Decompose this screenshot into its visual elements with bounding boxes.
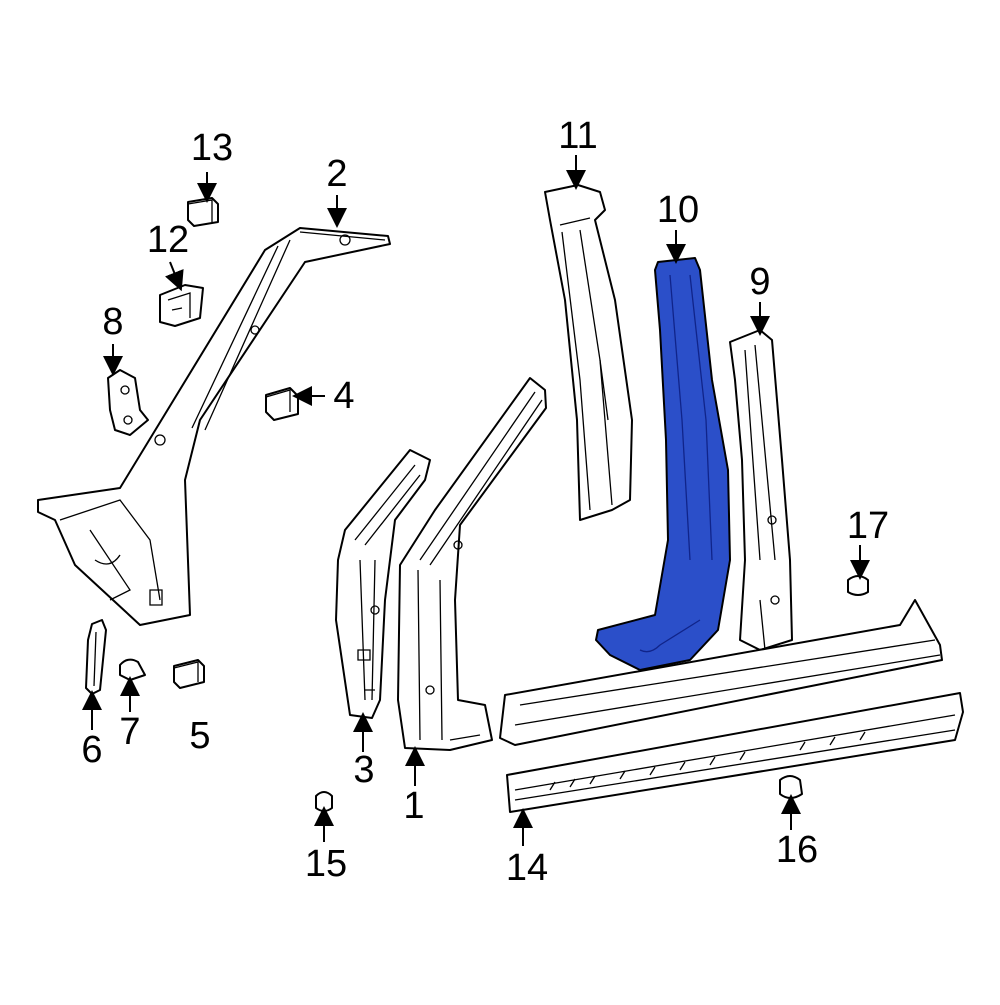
part-14-rocker-panel-outer[interactable] xyxy=(506,692,964,813)
callout-4: 4 xyxy=(333,375,354,417)
callout-9: 9 xyxy=(749,261,770,303)
callout-13: 13 xyxy=(191,127,233,169)
rocker-panel-inner[interactable] xyxy=(499,599,943,746)
callout-7: 7 xyxy=(119,711,140,753)
callout-17: 17 xyxy=(847,505,889,547)
part-8-bracket[interactable] xyxy=(107,369,149,436)
callout-12: 12 xyxy=(147,219,189,261)
callout-16: 16 xyxy=(776,829,818,871)
part-17-clip[interactable] xyxy=(847,575,869,596)
callout-8: 8 xyxy=(102,301,123,343)
part-2-front-pillar[interactable] xyxy=(37,227,391,626)
callout-14: 14 xyxy=(506,847,548,889)
callout-arrows xyxy=(82,155,870,846)
part-12-bracket[interactable] xyxy=(159,284,204,327)
part-7-plug[interactable] xyxy=(119,658,146,681)
callout-10: 10 xyxy=(657,189,699,231)
arrow-12 xyxy=(165,261,184,292)
callout-5: 5 xyxy=(189,715,210,757)
part-5-block[interactable] xyxy=(173,659,205,689)
callout-1: 1 xyxy=(403,785,424,827)
callout-3: 3 xyxy=(353,749,374,791)
part-16-clip[interactable] xyxy=(779,775,803,799)
part-4-block[interactable] xyxy=(265,387,299,421)
callout-6: 6 xyxy=(81,729,102,771)
part-3-pillar-reinforcement[interactable] xyxy=(335,449,431,719)
part-11-center-pillar-outer[interactable] xyxy=(544,184,633,521)
callout-labels: 13 12 8 2 4 6 7 5 3 1 11 10 9 17 15 14 1… xyxy=(81,115,889,889)
callout-2: 2 xyxy=(326,153,347,195)
callout-11: 11 xyxy=(558,115,597,157)
callout-15: 15 xyxy=(305,843,347,885)
part-9-center-pillar-inner[interactable] xyxy=(729,329,793,651)
part-6-strip[interactable] xyxy=(85,619,107,695)
part-10-center-pillar-highlighted[interactable] xyxy=(595,257,731,671)
part-13-block[interactable] xyxy=(187,197,219,227)
part-15-clip[interactable] xyxy=(315,791,333,812)
